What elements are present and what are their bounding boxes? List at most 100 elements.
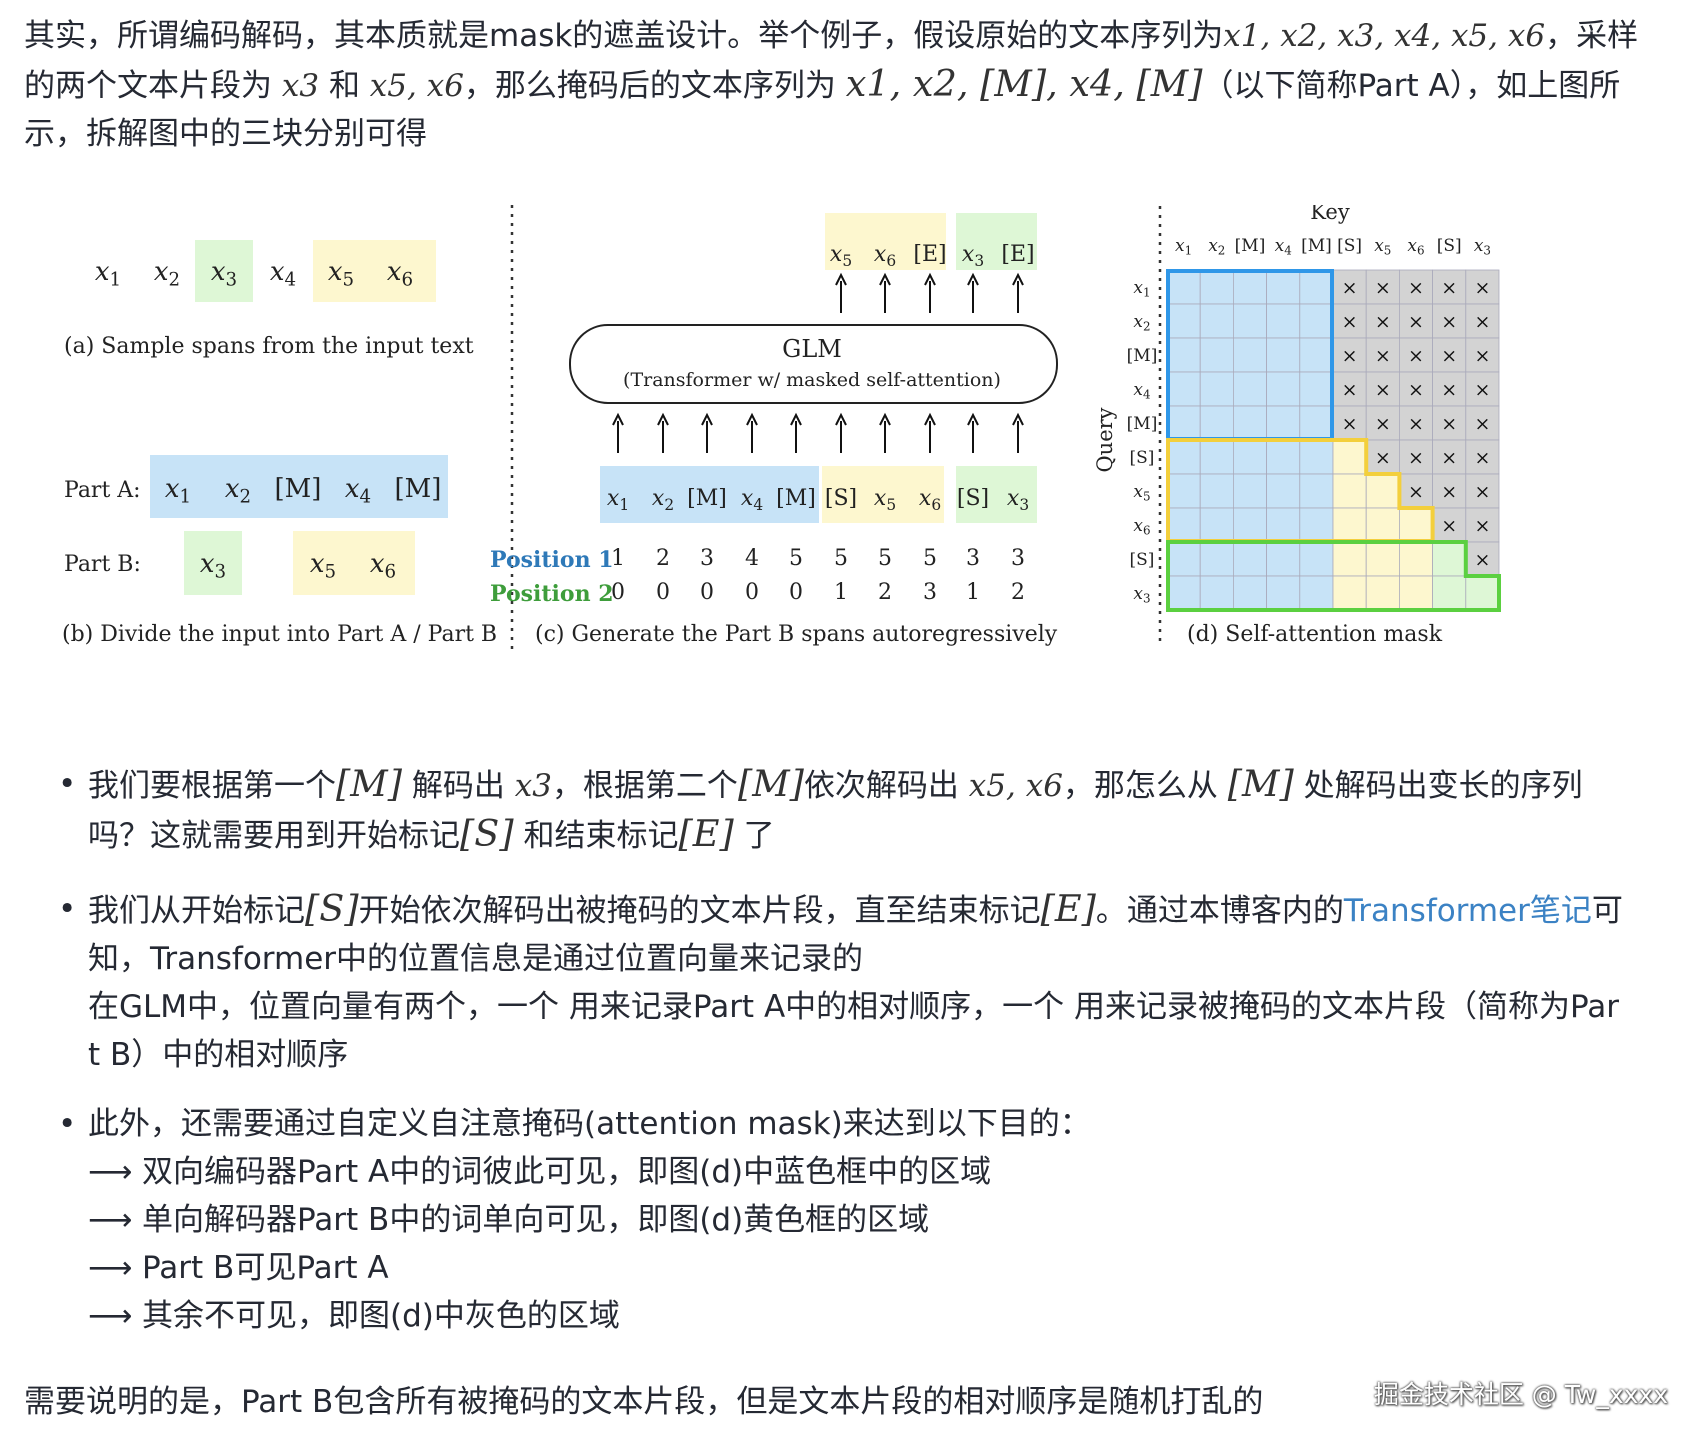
mask-cell (1399, 473, 1434, 509)
input-block-span-2 (956, 466, 1037, 523)
mask-cell (1299, 269, 1334, 305)
mask-cell (1465, 337, 1500, 373)
masked-symbol: × (1474, 413, 1490, 435)
token-part-a: x1 (165, 474, 191, 508)
masked-symbol: × (1441, 413, 1457, 435)
mask-cell (1199, 337, 1234, 373)
part-b-label: Part B: (64, 552, 141, 577)
token-a-x2: x2 (154, 257, 180, 291)
mask-cell (1299, 439, 1334, 475)
mask-cell (1199, 507, 1234, 543)
mask-cell (1199, 269, 1234, 305)
mask-cell (1365, 507, 1400, 543)
masked-symbol: × (1408, 413, 1424, 435)
bullet-3-item-4: ⟶其余不可见，即图(d)中灰色的区域 (88, 1292, 620, 1340)
arrow-head (1012, 412, 1024, 426)
position-2-value: 2 (878, 580, 892, 605)
position-1-value: 3 (700, 546, 714, 571)
position-2-value: 0 (745, 580, 759, 605)
mask-cell (1399, 507, 1434, 543)
part-a-block (150, 455, 448, 518)
arrow-head (1012, 272, 1024, 286)
input-token: [S] (957, 486, 989, 511)
masked-symbol: × (1441, 277, 1457, 299)
math-seq-masked: x1, x2, [M], x4, [M] (845, 62, 1203, 105)
glm-subtitle: (Transformer w/ masked self-attention) (623, 369, 1001, 391)
mask-cell (1365, 439, 1400, 475)
masked-symbol: × (1375, 345, 1391, 367)
mask-cell (1432, 575, 1467, 611)
mask-cell (1233, 575, 1268, 611)
output-token: x6 (874, 242, 896, 270)
mask-cell (1299, 541, 1334, 577)
input-token: x5 (874, 486, 896, 514)
mask-cell (1233, 337, 1268, 373)
mask-cell (1199, 473, 1234, 509)
arrow-icon: ⟶ (88, 1202, 133, 1238)
position-2-value: 1 (834, 580, 848, 605)
mask-cell (1299, 371, 1334, 407)
mask-cell (1332, 575, 1367, 611)
mask-cell (1365, 575, 1400, 611)
mask-cell (1465, 507, 1500, 543)
intro-paragraph: 其实，所谓编码解码，其本质就是mask的遮盖设计。举个例子，假设原始的文本序列为… (24, 18, 1639, 152)
mask-cell (1332, 439, 1367, 475)
mask-cell (1299, 337, 1334, 373)
mask-cell (1166, 575, 1201, 611)
token-a-x5: x5 (328, 257, 354, 291)
position-2-value: 0 (611, 580, 625, 605)
mask-cell (1299, 575, 1334, 611)
position-2-value: 2 (1011, 580, 1025, 605)
mask-cell (1432, 269, 1467, 305)
token-a-x6: x6 (387, 257, 413, 291)
mask-cell (1233, 269, 1268, 305)
mask-cell (1432, 541, 1467, 577)
transformer-notes-link[interactable]: Transformer笔记 (1343, 893, 1592, 929)
masked-symbol: × (1474, 549, 1490, 571)
caption-c: (c) Generate the Part B spans autoregres… (535, 622, 1058, 647)
mask-cell (1199, 575, 1234, 611)
mask-cell (1266, 337, 1301, 373)
mask-cell (1299, 507, 1334, 543)
input-token: x4 (741, 486, 763, 514)
masked-symbol: × (1375, 277, 1391, 299)
caption-b: (b) Divide the input into Part A / Part … (62, 622, 497, 647)
arrow-icon: ⟶ (88, 1250, 133, 1286)
masked-symbol: × (1408, 345, 1424, 367)
arrow-head (612, 412, 624, 426)
mask-cell (1266, 473, 1301, 509)
output-token: [E] (1001, 242, 1034, 267)
position-2-label: Position 2 (490, 581, 614, 607)
input-token: x1 (607, 486, 629, 514)
masked-symbol: × (1474, 311, 1490, 333)
key-axis-token: [S] (1337, 236, 1362, 256)
token-part-b: x3 (200, 549, 226, 583)
key-axis-token: x3 (1474, 236, 1491, 258)
masked-symbol: × (1408, 481, 1424, 503)
part-b-block-x3 (184, 531, 242, 595)
key-axis-token: [M] (1235, 236, 1266, 256)
output-token: x3 (962, 242, 984, 270)
token-a-x4: x4 (270, 257, 296, 291)
arrow-icon: ⟶ (88, 1298, 133, 1334)
mask-cell (1465, 439, 1500, 475)
position-1-value: 5 (834, 546, 848, 571)
arrow-head (924, 412, 936, 426)
key-axis-token: x1 (1175, 236, 1192, 258)
mask-cell (1166, 405, 1201, 441)
position-1-value: 5 (789, 546, 803, 571)
key-axis-token: x2 (1208, 236, 1225, 258)
mask-cell (1432, 405, 1467, 441)
key-axis-token: [S] (1437, 236, 1462, 256)
position-2-value: 0 (656, 580, 670, 605)
mask-cell (1233, 371, 1268, 407)
mask-cell (1266, 439, 1301, 475)
masked-symbol: × (1375, 311, 1391, 333)
masked-symbol: × (1342, 345, 1358, 367)
arrow-head (701, 412, 713, 426)
masked-symbol: × (1408, 447, 1424, 469)
input-token: x6 (919, 486, 941, 514)
arrow-head (835, 412, 847, 426)
